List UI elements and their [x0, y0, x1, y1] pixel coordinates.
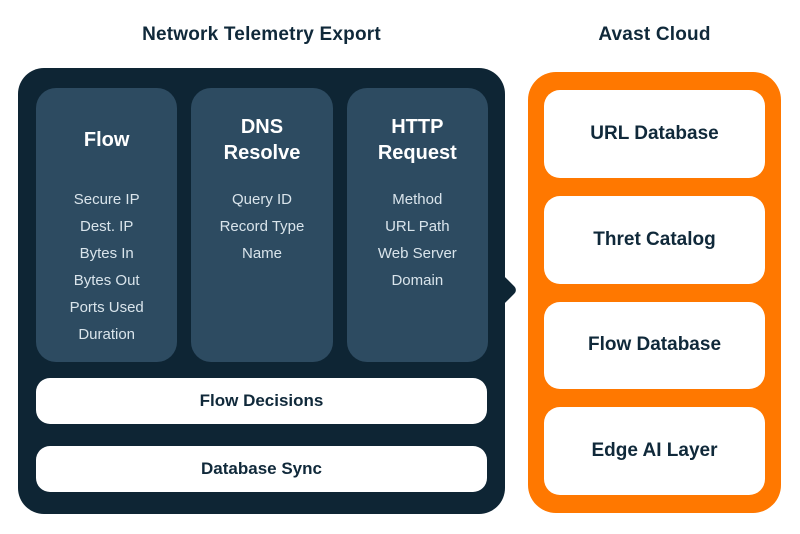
avast-cloud-panel: URL Database Thret Catalog Flow Database…: [528, 72, 781, 513]
list-item: Secure IP: [73, 191, 140, 208]
telemetry-export-panel: Flow Secure IP Dest. IP Bytes In Bytes O…: [18, 68, 505, 514]
dns-resolve-column-header: DNS Resolve: [223, 116, 301, 164]
http-request-column-header: HTTP Request: [377, 116, 457, 164]
telemetry-panel-title: Network Telemetry Export: [142, 24, 381, 45]
flow-column-header: Flow: [83, 129, 130, 151]
list-item: Dest. IP: [79, 218, 134, 235]
list-item: Ports Used: [69, 299, 144, 316]
telemetry-columns: Flow Secure IP Dest. IP Bytes In Bytes O…: [36, 88, 488, 362]
http-request-column-items: Method URL Path Web Server Domain: [347, 186, 488, 294]
cloud-panel-title: Avast Cloud: [598, 24, 711, 45]
flow-column: Flow Secure IP Dest. IP Bytes In Bytes O…: [36, 88, 178, 362]
edge-ai-layer-card: Edge AI Layer: [544, 407, 765, 495]
dns-resolve-column-items: Query ID Record Type Name: [191, 186, 332, 267]
list-item: URL Path: [385, 218, 450, 235]
flow-column-items: Secure IP Dest. IP Bytes In Bytes Out Po…: [36, 186, 177, 348]
list-item: Web Server Domain: [377, 245, 457, 289]
list-item: Method: [392, 191, 443, 208]
thret-catalog-card: Thret Catalog: [544, 195, 765, 284]
http-request-column: HTTP Request Method URL Path Web Server …: [346, 88, 488, 362]
list-item: Query ID: [231, 191, 292, 208]
dns-resolve-column: DNS Resolve Query ID Record Type Name: [191, 88, 333, 362]
flow-decisions-bar: Flow Decisions: [36, 378, 487, 424]
list-item: Record Type: [219, 218, 305, 235]
list-item: Duration: [78, 326, 136, 343]
list-item: Bytes Out: [73, 272, 140, 289]
list-item: Name: [241, 245, 282, 262]
flow-database-card: Flow Database: [544, 301, 765, 390]
list-item: Bytes In: [79, 245, 134, 262]
database-sync-bar: Database Sync: [36, 446, 487, 492]
url-database-card: URL Database: [544, 90, 765, 178]
